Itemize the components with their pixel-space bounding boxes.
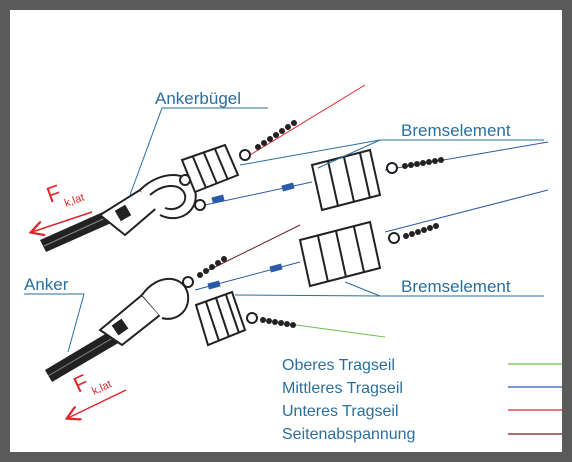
lower-anchor-shackle <box>98 277 190 347</box>
upper-eye-a <box>194 199 206 211</box>
lower-anchor-rod <box>45 330 120 382</box>
lower-spring-brown <box>197 256 227 278</box>
upper-rope-blue-c <box>384 189 549 233</box>
upper-blue-connector-b <box>281 182 295 192</box>
label-anker: Anker <box>24 275 69 294</box>
upper-anchor-rod <box>40 208 118 252</box>
lower-rope-blue <box>194 261 301 291</box>
force-arrow-lower <box>68 389 127 418</box>
legend-label-seitenabspannung: Seitenabspannung <box>282 426 415 443</box>
label-underlines <box>24 107 544 297</box>
force-label-upper-sub: k,lat <box>63 192 86 210</box>
upper-spring-blue <box>402 157 444 169</box>
label-bremselement-top: Bremselement <box>401 121 511 140</box>
legend-label-unteres: Unteres Tragseil <box>282 403 399 420</box>
lower-spring-green <box>260 317 296 328</box>
upper-brake-element-small <box>179 143 251 194</box>
force-arrow-upper <box>32 211 93 232</box>
upper-rope-brown <box>204 224 301 273</box>
label-ankerbuegel: Ankerbügel <box>155 89 241 108</box>
lower-brake-element-small <box>194 290 258 347</box>
upper-blue-connector-a <box>211 194 225 204</box>
force-label-lower-main: F <box>70 369 93 397</box>
upper-rope-red <box>249 84 366 156</box>
legend: Oberes Tragseil Mittleres Tragseil Unter… <box>282 357 562 443</box>
legend-label-oberes: Oberes Tragseil <box>282 357 395 374</box>
upper-spring-red <box>255 120 297 150</box>
legend-label-mittleres: Mittleres Tragseil <box>282 380 403 397</box>
upper-anchor-shackle <box>98 174 197 237</box>
upper-rope-blue-a <box>204 181 313 206</box>
label-bremselement-bottom: Bremselement <box>401 277 511 296</box>
middle-spring-blue <box>403 223 439 239</box>
force-label-upper-main: F <box>43 180 64 208</box>
lower-eye-a <box>182 276 194 288</box>
lower-rope-green <box>295 324 386 338</box>
force-label-lower-sub: k,lat <box>90 378 113 397</box>
middle-brake-element-large <box>298 220 400 288</box>
upper-brake-element-large <box>310 148 398 212</box>
